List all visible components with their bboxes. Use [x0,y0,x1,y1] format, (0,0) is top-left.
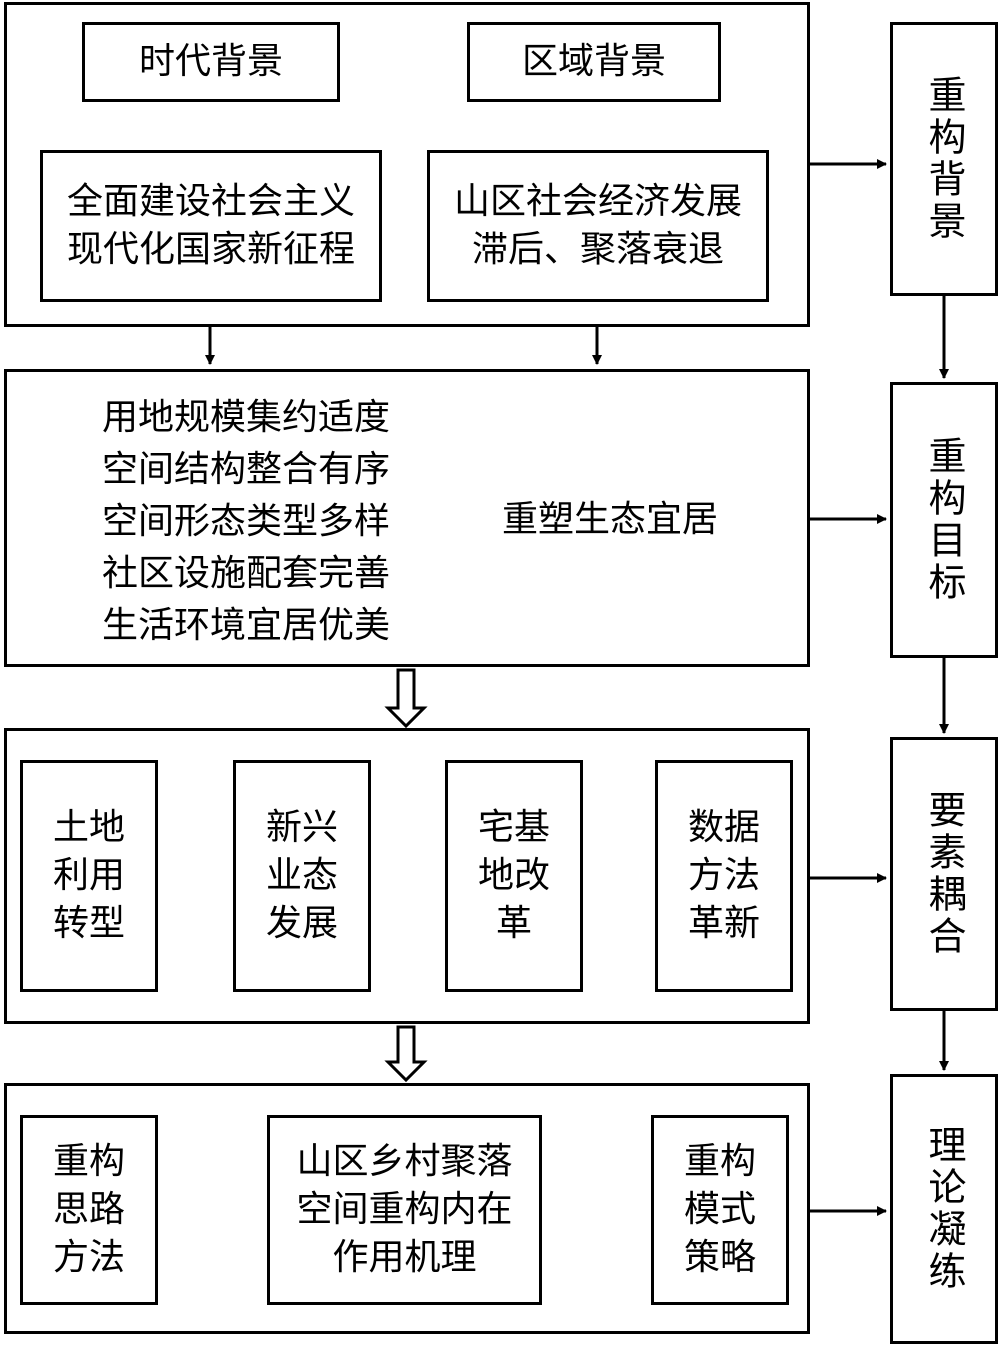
era-detail-box [40,150,382,302]
side-label-text: 重构背景 [922,75,966,243]
element-box [655,760,793,992]
side-box-background [890,22,998,296]
element-box [20,760,158,992]
goal-item: 社区设施配套完善 [101,553,390,594]
regional-detail-box [427,150,769,302]
element-box [233,760,371,992]
regional-background-label: 区域背景 [521,41,666,82]
side-box-goal [890,382,998,658]
section-goals [4,369,810,667]
element-data-method: 数据 方法 革新 [687,807,760,944]
regional-background-box [467,22,721,102]
side-label-text: 理论凝练 [922,1125,966,1293]
element-homestead-reform: 宅基 地改 革 [477,807,550,944]
strategy-text: 重构 模式 策略 [683,1141,756,1278]
side-label-theory: 理论凝练 [890,1074,998,1344]
side-label-coupling: 要素耦合 [890,737,998,1011]
element-new-business: 新兴 业态 发展 [265,807,338,944]
goal-item: 空间形态类型多样 [101,501,390,542]
hollow-arrow-s3-s4 [384,1025,428,1083]
era-background-box [82,22,340,102]
side-box-coupling [890,737,998,1011]
element-land-use: 土地 利用 转型 [52,807,125,944]
method-text: 重构 思路 方法 [52,1141,125,1278]
era-background-label: 时代背景 [138,41,283,82]
era-detail-text: 全面建设社会主义 现代化国家新征程 [66,181,355,270]
strategy-box [651,1115,789,1305]
mechanism-text: 山区乡村聚落 空间重构内在 作用机理 [296,1141,513,1278]
goals-list: 用地规模集约适度 空间结构整合有序 空间形态类型多样 社区设施配套完善 生活环境… [60,392,390,652]
goal-item: 空间结构整合有序 [101,449,390,490]
goals-summary: 重塑生态宜居 [501,499,718,540]
regional-detail-text: 山区社会经济发展 滞后、聚落衰退 [453,181,742,270]
element-box [445,760,583,992]
method-box [20,1115,158,1305]
hollow-arrow-s2-s3 [384,668,428,729]
mechanism-box [267,1115,542,1305]
side-label-text: 重构目标 [922,436,966,604]
side-label-goal: 重构目标 [890,382,998,658]
goal-item: 生活环境宜居优美 [101,605,390,646]
side-box-theory [890,1074,998,1344]
goal-item: 用地规模集约适度 [101,397,390,438]
side-label-text: 要素耦合 [922,790,966,958]
side-label-background: 重构背景 [890,22,998,296]
